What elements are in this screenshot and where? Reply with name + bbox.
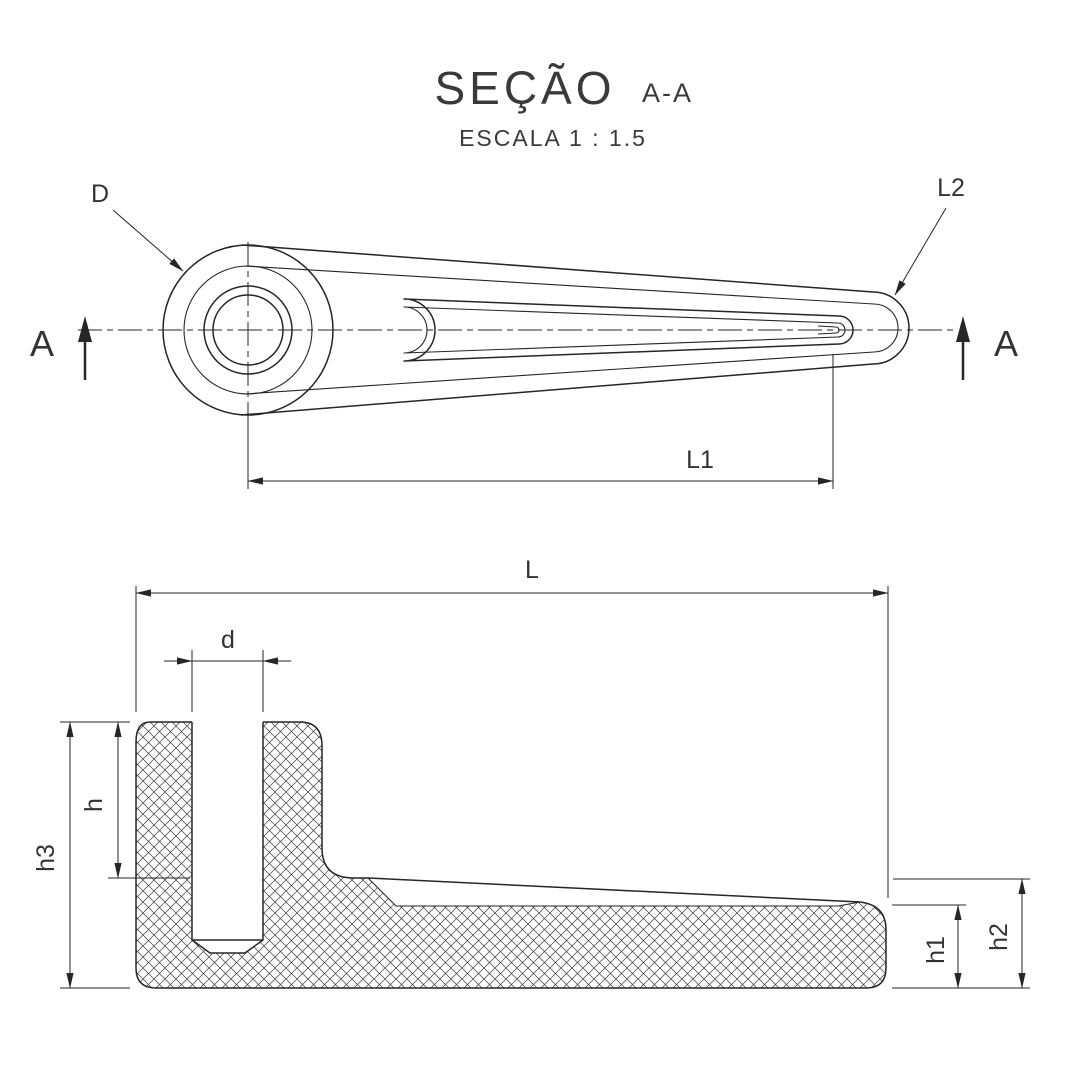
label-h2: h2 — [985, 923, 1013, 951]
label-l2: L2 — [937, 174, 965, 202]
cut-label-left: A — [30, 323, 54, 364]
slot-end-fillet — [817, 325, 840, 335]
leader-line-d — [112, 209, 184, 272]
section-hatch-area — [136, 722, 886, 988]
dimension-h3: h3 — [32, 721, 130, 989]
label-l1: L1 — [686, 446, 714, 474]
dimension-h2: h2 — [893, 878, 1030, 989]
cut-arrow-right-icon — [956, 316, 970, 342]
dimension-l1: L1 — [247, 354, 834, 489]
bore-inner-circle — [212, 294, 284, 366]
section-view: L d h3 h h1 — [32, 556, 1030, 989]
section-cut-marker-left: A — [30, 316, 92, 380]
dimension-h1: h1 — [892, 904, 1030, 989]
label-l: L — [525, 556, 539, 584]
arm-fillet-outline — [243, 265, 899, 395]
arm-outline — [240, 244, 910, 416]
label-h1: h1 — [922, 936, 950, 964]
dimension-l: L — [135, 556, 889, 898]
label-d-small: d — [221, 626, 235, 654]
pocket-floor-line — [367, 877, 861, 907]
dimension-d: d — [164, 626, 291, 712]
slot-outer-outline — [403, 298, 854, 362]
leader-line-l2 — [894, 207, 947, 296]
dimension-h: h — [80, 721, 190, 879]
top-view: D L2 A A L1 — [30, 174, 1018, 489]
bore-section-outline — [191, 722, 264, 954]
section-outline — [135, 721, 887, 989]
label-d-diameter: D — [91, 180, 109, 208]
title-block: SEÇÃO A-A ESCALA 1 : 1.5 — [434, 62, 693, 151]
section-title: SEÇÃO — [434, 62, 615, 114]
scale-label: ESCALA 1 : 1.5 — [459, 125, 647, 151]
label-h: h — [80, 798, 108, 812]
bore-outer-circle — [203, 285, 293, 375]
label-h3: h3 — [32, 844, 60, 872]
cut-arrow-left-icon — [78, 316, 92, 342]
cut-label-right: A — [994, 323, 1018, 364]
slot-inner-outline — [403, 306, 846, 354]
section-title-suffix: A-A — [642, 78, 693, 108]
section-cut-marker-right: A — [956, 316, 1018, 380]
